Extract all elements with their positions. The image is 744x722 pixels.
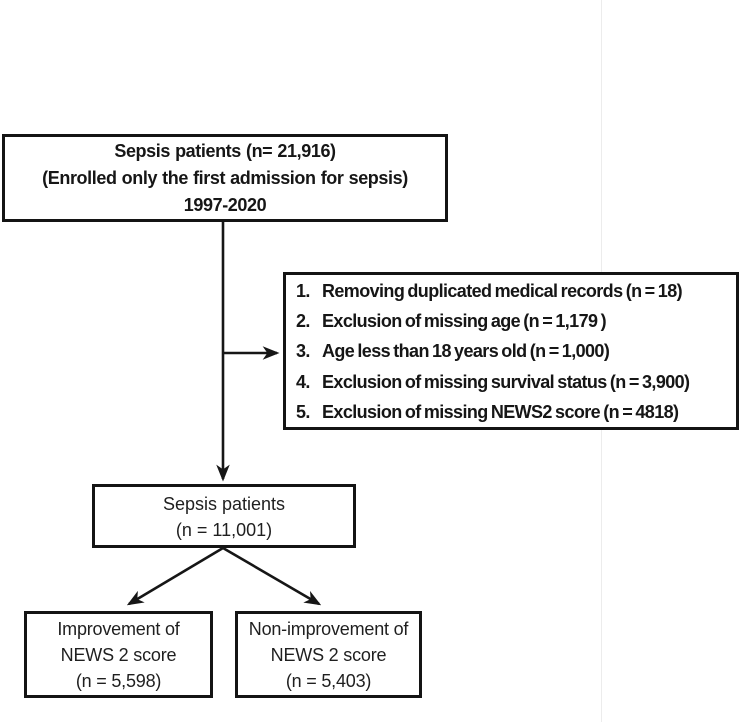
- arrow-middle-to-improvement: [126, 546, 224, 606]
- box-exclusion-criteria: 1. Removing duplicated medical records (…: [283, 272, 739, 430]
- exclusion-item-number: 2.: [296, 311, 310, 332]
- exclusion-item: 1. Removing duplicated medical records (…: [286, 276, 736, 306]
- sepsis-initial-line-3: 1997-2020: [183, 195, 267, 215]
- box-non-improvement: Non-improvement of NEWS 2 score (n = 5,4…: [235, 611, 422, 698]
- exclusion-item-text: Exclusion of missing age (n = 1,179 ): [322, 311, 607, 332]
- exclusion-item: 5. Exclusion of missing NEWS2 score (n =…: [286, 398, 736, 428]
- improvement-line-3: (n = 5,598): [75, 671, 162, 691]
- exclusion-item-number: 1.: [296, 280, 310, 301]
- sepsis-initial-line-2: (Enrolled only the first admission for s…: [42, 168, 408, 188]
- box-improvement: Improvement of NEWS 2 score (n = 5,598): [24, 611, 213, 698]
- exclusion-item-text: Removing duplicated medical records (n =…: [322, 280, 683, 301]
- exclusion-item-number: 4.: [296, 371, 310, 392]
- sepsis-initial-line-1: Sepsis patients (n= 21,916): [114, 141, 336, 161]
- exclusion-item: 2. Exclusion of missing age (n = 1,179 ): [286, 306, 736, 336]
- exclusion-item-number: 3.: [296, 341, 310, 362]
- arrow-middle-to-non-improvement: [222, 546, 322, 606]
- exclusion-item-number: 5.: [296, 402, 310, 423]
- non-improvement-line-2: NEWS 2 score: [270, 645, 387, 665]
- exclusion-item: 3. Age less than 18 years old (n = 1,000…: [286, 337, 736, 367]
- exclusion-item-text: Exclusion of missing survival status (n …: [322, 371, 690, 392]
- improvement-line-2: NEWS 2 score: [60, 645, 177, 665]
- box-sepsis-filtered: Sepsis patients (n = 11,001): [92, 484, 356, 548]
- exclusion-item: 4. Exclusion of missing survival status …: [286, 367, 736, 397]
- exclusion-item-text: Exclusion of missing NEWS2 score (n = 48…: [322, 402, 679, 423]
- non-improvement-line-1: Non-improvement of: [248, 619, 409, 639]
- box-sepsis-initial: Sepsis patients (n= 21,916) (Enrolled on…: [2, 134, 448, 222]
- non-improvement-line-3: (n = 5,403): [285, 671, 372, 691]
- sepsis-filtered-line-2: (n = 11,001): [175, 520, 273, 540]
- exclusion-item-text: Age less than 18 years old (n = 1,000): [322, 341, 610, 362]
- improvement-line-1: Improvement of: [57, 619, 180, 639]
- sepsis-filtered-line-1: Sepsis patients: [162, 494, 286, 514]
